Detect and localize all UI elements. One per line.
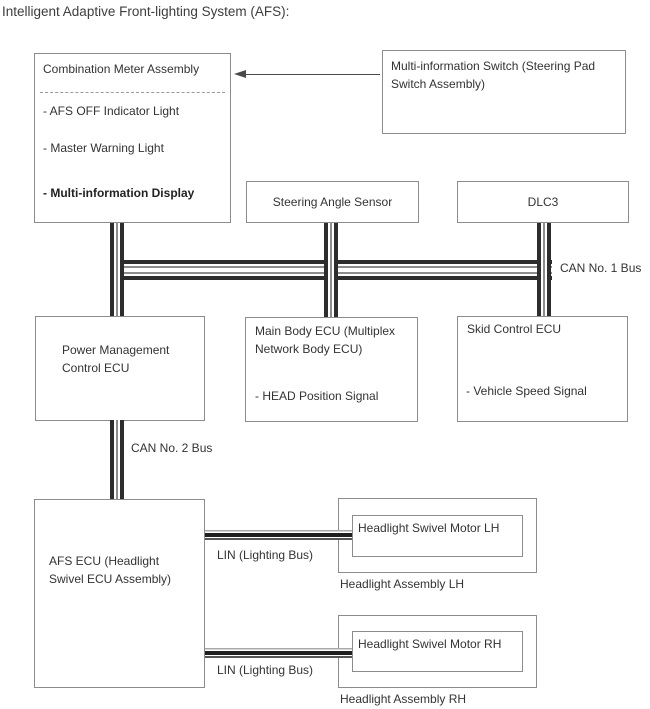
steering-angle-branch-bus [324, 223, 338, 317]
combination-meter-title: Combination Meter Assembly [43, 62, 200, 76]
afs-ecu-label: AFS ECU (Headlight Swivel ECU Assembly) [49, 554, 172, 586]
can2-bus [110, 420, 124, 499]
afs-ecu-box: AFS ECU (Headlight Swivel ECU Assembly) [34, 499, 205, 688]
head-position-signal-label: - HEAD Position Signal [255, 389, 379, 403]
vehicle-speed-signal-label: - Vehicle Speed Signal [466, 384, 587, 398]
headlight-assembly-rh-caption: Headlight Assembly RH [340, 692, 467, 706]
afs-off-indicator-item: - AFS OFF Indicator Light [43, 104, 180, 118]
diagram-title: Intelligent Adaptive Front-lighting Syst… [2, 4, 290, 19]
lin-bus-rh-label: LIN (Lighting Bus) [217, 663, 314, 677]
dlc3-box: DLC3 [457, 181, 629, 223]
combination-meter-branch-bus [110, 223, 124, 316]
steering-angle-sensor-box: Steering Angle Sensor [246, 181, 419, 223]
headlight-swivel-motor-rh-label: Headlight Swivel Motor RH [358, 637, 502, 651]
switch-to-meter-arrow-line [245, 74, 380, 75]
can1-bus-label: CAN No. 1 Bus [560, 261, 642, 275]
combination-meter-assembly-box: Combination Meter Assembly - AFS OFF Ind… [34, 53, 231, 223]
skid-control-ecu-box: Skid Control ECU - Vehicle Speed Signal [457, 316, 628, 422]
lin-bus-rh [205, 648, 353, 658]
lin-bus-lh [205, 530, 353, 540]
dlc3-skid-branch-bus [537, 223, 551, 316]
can2-bus-label: CAN No. 2 Bus [131, 441, 213, 455]
power-management-ecu-label: Power Management Control ECU [62, 343, 170, 375]
lin-bus-lh-label: LIN (Lighting Bus) [217, 548, 314, 562]
headlight-swivel-motor-lh-label: Headlight Swivel Motor LH [358, 521, 500, 535]
switch-to-meter-arrowhead-icon [234, 70, 246, 78]
headlight-swivel-motor-lh-box: Headlight Swivel Motor LH [352, 515, 523, 557]
master-warning-item: - Master Warning Light [43, 141, 164, 155]
headlight-swivel-motor-rh-box: Headlight Swivel Motor RH [352, 631, 523, 672]
main-body-ecu-box: Main Body ECU (Multiplex Network Body EC… [245, 317, 418, 422]
main-body-ecu-title: Main Body ECU (Multiplex Network Body EC… [255, 324, 396, 356]
multi-information-switch-box: Multi-information Switch (Steering Pad S… [382, 50, 626, 134]
headlight-assembly-lh-caption: Headlight Assembly LH [340, 577, 465, 591]
multi-information-display-item: - Multi-information Display [43, 186, 195, 200]
power-management-ecu-box: Power Management Control ECU [35, 316, 205, 421]
skid-control-ecu-title: Skid Control ECU [467, 322, 562, 336]
divider-dashed-line [40, 92, 225, 93]
